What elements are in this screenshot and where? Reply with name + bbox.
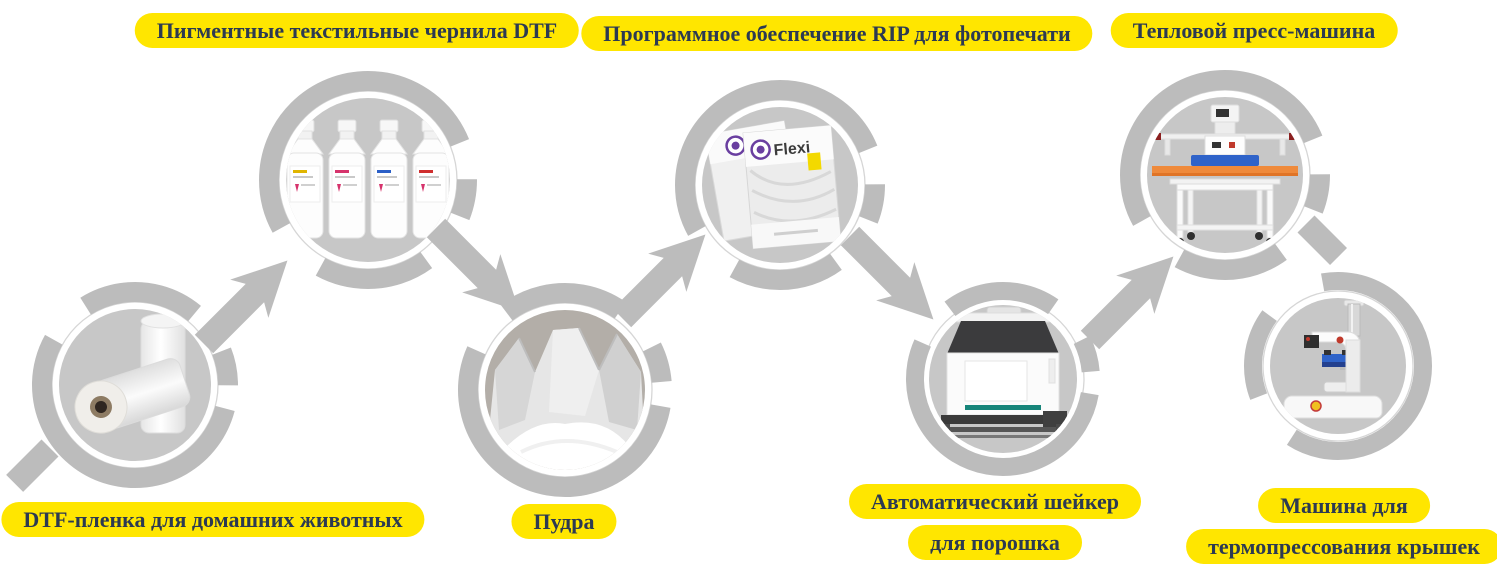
arrow-rip-to-shaker	[840, 226, 934, 320]
label-cap-press-line1: Машина для	[1258, 488, 1430, 523]
label-powder-text: Пудра	[511, 504, 617, 539]
cap-press-image	[1270, 298, 1406, 434]
film-rolls-image	[59, 309, 211, 461]
shaker-machine	[941, 306, 1067, 450]
label-shaker-line1: Автоматический шейкер	[849, 484, 1141, 519]
cap-press-machine	[1283, 299, 1383, 419]
label-heat-press: Тепловой пресс-машина	[1110, 13, 1398, 48]
ink-bottle-row	[286, 119, 450, 239]
label-heat-press-text: Тепловой пресс-машина	[1110, 13, 1398, 48]
arrow-film-to-ink	[194, 260, 288, 354]
rip-software-image: Flexi	[702, 107, 858, 263]
label-dtf-film: DTF-пленка для домашних животных	[1, 502, 425, 537]
label-shaker: Автоматический шейкер для порошка	[849, 484, 1141, 560]
software-box-front: Flexi	[742, 124, 842, 250]
label-shaker-line2: для порошка	[908, 525, 1082, 560]
arrow-shaker-to-press	[1080, 256, 1174, 350]
flexi-box-label: Flexi	[773, 139, 811, 159]
label-dtf-film-text: DTF-пленка для домашних животных	[1, 502, 425, 537]
foil-bag	[487, 327, 645, 470]
label-cap-press: Машина для термопрессования крышек	[1186, 488, 1497, 564]
flow-arrows	[6, 215, 1348, 492]
label-cap-press-line2: термопрессования крышек	[1186, 529, 1497, 564]
ink-bottles-image	[286, 98, 450, 262]
ring-tail-film	[6, 439, 59, 492]
heat-press-image	[1147, 97, 1303, 253]
arrow-ink-to-powder	[426, 218, 520, 312]
label-ink: Пигментные текстильные чернила DTF	[134, 13, 580, 48]
label-ink-text: Пигментные текстильные чернила DTF	[134, 13, 580, 48]
ring-tail-press	[1297, 215, 1348, 266]
label-rip-text: Программное обеспечение RIP для фотопеча…	[581, 16, 1093, 51]
powder-shaker-image	[929, 305, 1077, 453]
arrow-powder-to-rip	[612, 234, 706, 328]
label-rip: Программное обеспечение RIP для фотопеча…	[581, 16, 1093, 51]
powder-bag-image	[485, 310, 645, 470]
label-powder: Пудра	[511, 504, 617, 539]
broken-rings	[32, 70, 1432, 497]
